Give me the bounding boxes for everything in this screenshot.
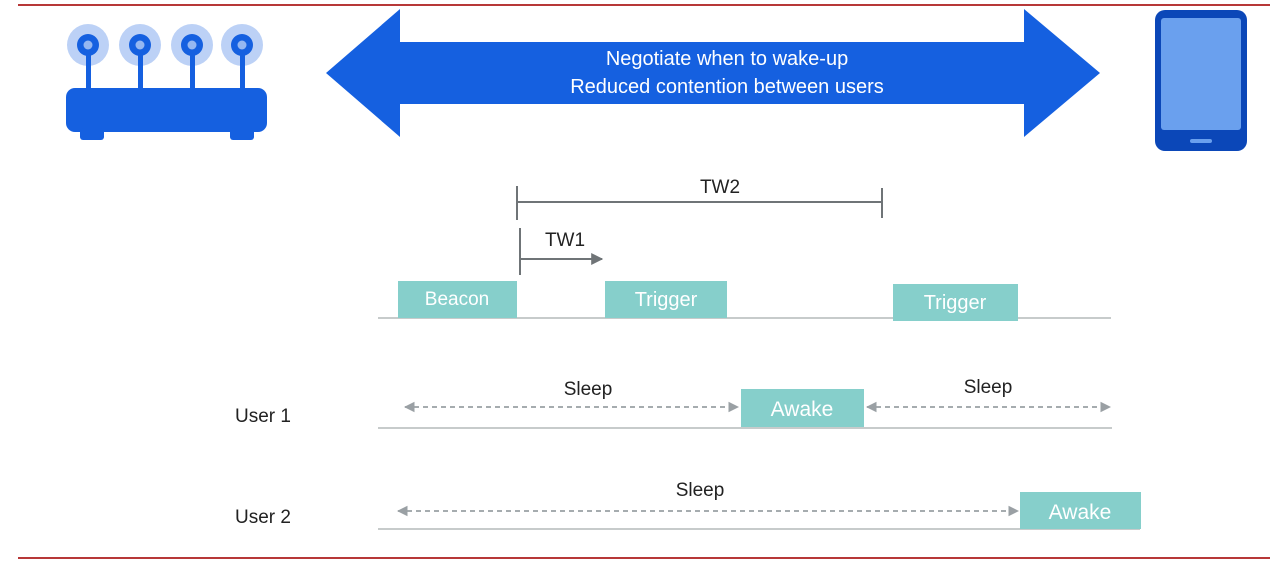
wifi-router-icon: [66, 24, 267, 140]
tw2-label: TW2: [700, 177, 740, 198]
bottom-rule: [18, 557, 1270, 559]
negotiation-double-arrow: [326, 9, 1100, 137]
tw1-label: TW1: [545, 230, 585, 251]
beacon-label: Beacon: [425, 289, 489, 310]
user1-awake-label: Awake: [771, 398, 834, 421]
user2-awake-label: Awake: [1049, 501, 1112, 524]
user2-label: User 2: [235, 507, 291, 528]
tw2-interval: [516, 186, 883, 220]
user1-label: User 1: [235, 406, 291, 427]
user1-awake-box: [741, 389, 864, 427]
trigger-label-2: Trigger: [924, 292, 987, 314]
tw1-interval: [519, 228, 604, 275]
trigger-box-2: [893, 284, 1018, 321]
banner-line-2: Reduced contention between users: [570, 76, 884, 98]
user1-sleep-label-1: Sleep: [564, 379, 613, 400]
smartphone-icon: [1155, 10, 1247, 151]
trigger-label-1: Trigger: [635, 289, 698, 311]
trigger-box-1: [605, 281, 727, 318]
banner-line-1: Negotiate when to wake-up: [606, 48, 848, 70]
user2-awake-box: [1020, 492, 1141, 529]
user1-sleep-label-2: Sleep: [964, 377, 1013, 398]
top-rule: [18, 4, 1270, 6]
beacon-box: [398, 281, 517, 318]
user2-sleep-label: Sleep: [676, 480, 725, 501]
